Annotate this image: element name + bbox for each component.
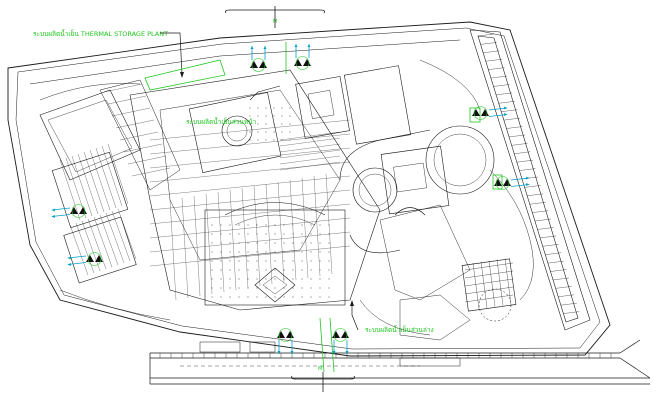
connection-node [277, 328, 294, 354]
thermal-storage-leader [160, 32, 183, 76]
west-wing [39, 79, 181, 284]
connection-node [294, 44, 311, 70]
thermal-storage-label: ระบบผลิตน้ำเย็น THERMAL STORAGE PLANT [33, 29, 168, 38]
site-boundary [7, 21, 611, 357]
marker-bottom: M [318, 366, 322, 372]
bottom-road [149, 339, 651, 385]
zone-upper-label: ระบบผลิตน้ำเย็นส่วนหน้า [186, 117, 257, 126]
zone-box-east-mid [492, 174, 503, 190]
connection-node [472, 106, 508, 120]
zone-lower-label: ระบบผลิตน้ำเย็นส่วนล่าง [365, 325, 434, 334]
connection-node [250, 46, 267, 72]
connection-node [67, 252, 103, 266]
east-parking-strip [469, 29, 591, 331]
connection-node [51, 204, 87, 218]
central-complex [129, 65, 411, 311]
zone-lower-leader [351, 304, 359, 331]
connection-node [494, 176, 530, 190]
zone-box-east-top [469, 107, 481, 123]
annotations: ระบบผลิตน้ำเย็น THERMAL STORAGE PLANT ระ… [33, 19, 503, 373]
east-round-building [339, 125, 495, 301]
thermal-storage-area [144, 59, 226, 91]
landscape-paths [39, 59, 534, 336]
zone-upper-leader [249, 85, 281, 101]
chilled-water-connection-points [51, 44, 530, 354]
section-brackets [225, 6, 355, 392]
connection-node [332, 328, 349, 354]
lower-right-pavilion [399, 258, 517, 341]
